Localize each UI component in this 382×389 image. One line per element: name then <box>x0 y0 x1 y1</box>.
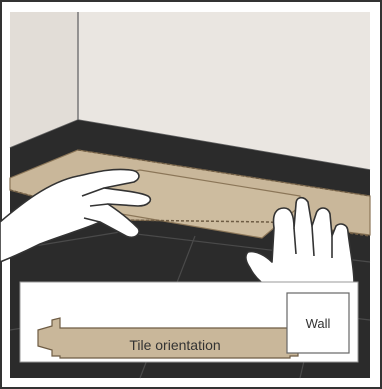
tile-orientation-label: Tile orientation <box>129 337 220 353</box>
wall-label: Wall <box>306 316 331 331</box>
